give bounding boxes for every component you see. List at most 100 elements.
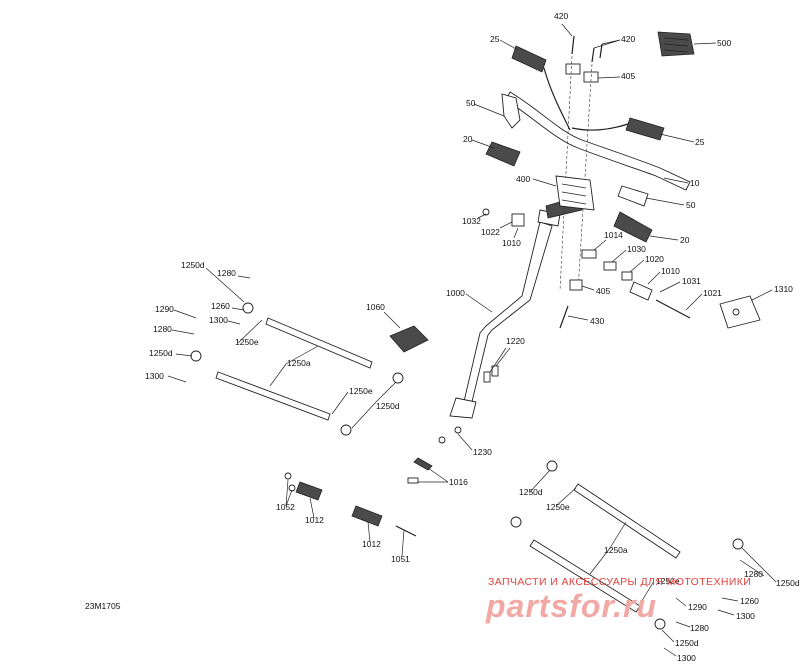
- svg-text:1060: 1060: [366, 302, 385, 312]
- svg-text:1290: 1290: [155, 304, 174, 314]
- svg-text:1030: 1030: [627, 244, 646, 254]
- steering-lower-parts: [482, 208, 691, 329]
- svg-text:20: 20: [680, 235, 690, 245]
- callout-1010-left: 1010: [502, 227, 521, 248]
- svg-text:1300: 1300: [209, 315, 228, 325]
- svg-text:405: 405: [596, 286, 610, 296]
- svg-text:1014: 1014: [604, 230, 623, 240]
- callout-1310: 1310: [751, 284, 793, 301]
- callout-1300-mid-left: 1300: [145, 371, 187, 383]
- callout-1250d-far-right: 1250d: [741, 547, 800, 588]
- callout-1016: 1016: [418, 467, 468, 487]
- grip-left: [485, 141, 521, 167]
- svg-text:1010: 1010: [661, 266, 680, 276]
- callout-1000: 1000: [446, 288, 493, 313]
- callout-1300-top-left: 1300: [209, 315, 241, 325]
- grip-end-right: [617, 185, 649, 207]
- svg-text:1022: 1022: [481, 227, 500, 237]
- svg-text:1051: 1051: [391, 554, 410, 564]
- svg-text:1010: 1010: [502, 238, 521, 248]
- grip-cable-left: [511, 45, 571, 131]
- steering-column: [449, 195, 583, 419]
- svg-text:1250e: 1250e: [235, 337, 259, 347]
- callout-1280-left: 1280: [153, 324, 195, 335]
- column-fasteners: [407, 365, 499, 484]
- callout-50-right: 50: [645, 197, 696, 210]
- tie-rod-right-upper: [510, 460, 681, 559]
- callout-1300-right: 1300: [717, 609, 755, 621]
- callout-1250e-right: 1250e: [546, 487, 577, 512]
- callout-405-lower: 405: [581, 285, 610, 296]
- riser-block: [555, 175, 595, 211]
- callout-1012-a: 1012: [305, 497, 324, 525]
- callout-20-left: 20: [463, 134, 495, 149]
- callout-400: 400: [516, 174, 557, 187]
- callout-1250d-top-left: 1250d: [181, 260, 245, 303]
- svg-text:420: 420: [554, 11, 568, 21]
- pivot-links: [284, 472, 417, 537]
- callout-1010-right: 1010: [647, 266, 680, 285]
- tie-rod-right-lower: [529, 538, 744, 630]
- callout-1280-top-left: 1280: [217, 268, 251, 279]
- svg-text:50: 50: [466, 98, 476, 108]
- callout-1014: 1014: [593, 230, 623, 251]
- callout-1051: 1051: [391, 529, 410, 564]
- callout-1022: 1022: [481, 221, 513, 237]
- svg-text:25: 25: [695, 137, 705, 147]
- svg-text:1000: 1000: [446, 288, 465, 298]
- svg-text:1031: 1031: [682, 276, 701, 286]
- svg-text:1280: 1280: [744, 569, 763, 579]
- svg-text:405: 405: [621, 71, 635, 81]
- callout-1060: 1060: [366, 302, 401, 329]
- callout-25-upper: 25: [490, 34, 519, 51]
- callout-1250d-right-lower: 1250d: [661, 629, 699, 648]
- drawing-code: 23M1705: [85, 601, 121, 611]
- handlebar: [505, 91, 691, 191]
- svg-text:1250e: 1250e: [656, 576, 680, 586]
- callout-1030: 1030: [611, 244, 646, 263]
- callout-1250d-right-top: 1250d: [519, 469, 551, 497]
- svg-text:430: 430: [590, 316, 604, 326]
- svg-text:1280: 1280: [690, 623, 709, 633]
- svg-text:1290: 1290: [688, 602, 707, 612]
- svg-text:420: 420: [621, 34, 635, 44]
- callout-1032: 1032: [462, 213, 487, 226]
- callout-50-upper: 50: [466, 98, 505, 117]
- svg-text:1012: 1012: [362, 539, 381, 549]
- svg-text:500: 500: [717, 38, 731, 48]
- svg-text:1280: 1280: [153, 324, 172, 334]
- grip-cable-right: [571, 117, 665, 141]
- callout-1031: 1031: [659, 276, 701, 293]
- svg-text:1250e: 1250e: [349, 386, 373, 396]
- callout-1290-right: 1290: [675, 597, 707, 612]
- callout-1250d-mid-left: 1250d: [149, 348, 193, 358]
- svg-text:1250e: 1250e: [546, 502, 570, 512]
- callout-405-upper: 405: [597, 71, 635, 81]
- svg-text:1310: 1310: [774, 284, 793, 294]
- callout-1052: 1052: [276, 479, 295, 512]
- svg-text:1021: 1021: [703, 288, 722, 298]
- callout-1021: 1021: [685, 288, 722, 311]
- svg-text:1230: 1230: [473, 447, 492, 457]
- grip-right: [613, 211, 653, 243]
- callout-430: 430: [567, 315, 604, 326]
- svg-text:50: 50: [686, 200, 696, 210]
- svg-text:1250d: 1250d: [776, 578, 800, 588]
- guard-plate: [719, 295, 761, 329]
- callout-420-b: 420: [593, 34, 635, 49]
- tie-rod-left-lower: [215, 371, 404, 436]
- callout-1250e-left: 1250e: [235, 319, 263, 347]
- svg-text:10: 10: [690, 178, 700, 188]
- callout-10: 10: [663, 177, 700, 188]
- svg-text:1032: 1032: [462, 216, 481, 226]
- svg-text:1020: 1020: [645, 254, 664, 264]
- grip-end-left: [501, 93, 521, 129]
- callout-1250e-left-lower: 1250e: [331, 386, 373, 415]
- watermark-logo: partsfor.ru: [485, 588, 657, 624]
- svg-text:25: 25: [490, 34, 500, 44]
- svg-text:1300: 1300: [677, 653, 696, 663]
- callout-1260-left: 1260: [211, 301, 245, 311]
- callout-1280-right-lower: 1280: [675, 621, 709, 633]
- svg-text:1016: 1016: [449, 477, 468, 487]
